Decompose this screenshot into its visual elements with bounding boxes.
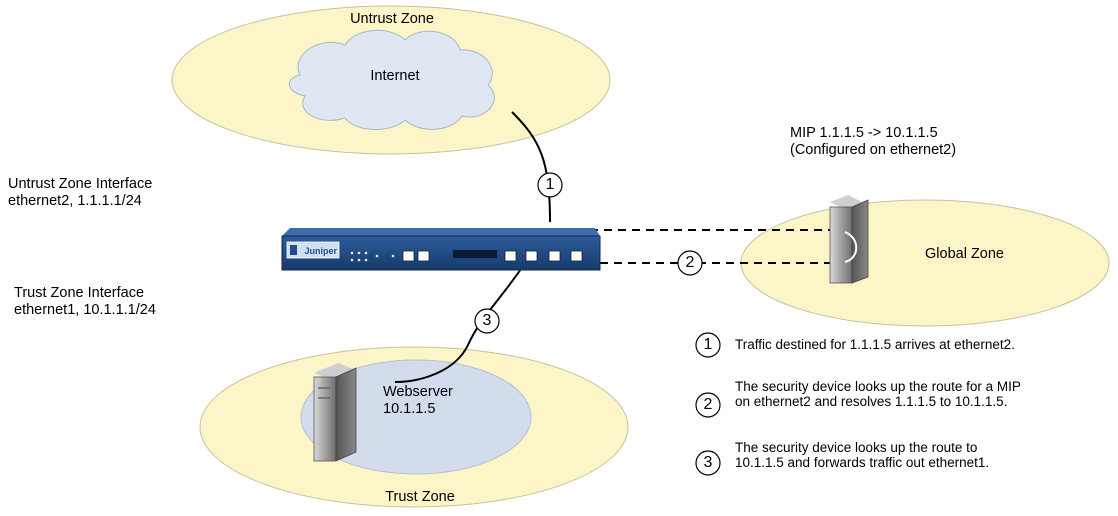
- untrust-zone-label: Untrust Zone: [350, 11, 434, 27]
- webserver-icon: [313, 363, 357, 462]
- legend-2-number: 2: [703, 396, 713, 413]
- trust-link-line: [394, 265, 524, 383]
- untrust-interface-label: Untrust Zone Interface ethernet2, 1.1.1.…: [8, 176, 153, 209]
- marker-1-number: 1: [545, 176, 555, 193]
- juniper-security-device: [281, 228, 601, 271]
- legend-item-2: The security device looks up the route f…: [735, 379, 1021, 409]
- legend-item-1: Traffic destined for 1.1.1.5 arrives at …: [735, 337, 1015, 352]
- marker-2-number: 2: [685, 254, 695, 271]
- legend-1-number: 1: [703, 336, 713, 353]
- legend-circle-1: [695, 332, 721, 358]
- legend-circle-2: [695, 392, 721, 418]
- internet-label: Internet: [370, 68, 420, 84]
- marker-circle-2: [677, 250, 703, 276]
- marker-circle-3: [474, 308, 500, 334]
- marker-circle-1: [537, 172, 563, 198]
- webserver-label: Webserver 10.1.1.5: [383, 384, 453, 417]
- untrust-link-line: [511, 111, 551, 223]
- legend-circle-3: [695, 450, 721, 476]
- legend-item-3: The security device looks up the route t…: [735, 440, 990, 470]
- trust-interface-label: Trust Zone Interface ethernet1, 10.1.1.1…: [14, 285, 156, 318]
- marker-3-number: 3: [482, 312, 492, 329]
- mip-server-icon: [829, 195, 869, 284]
- juniper-logo: Juniper: [304, 246, 337, 256]
- internet-cloud: [288, 29, 495, 131]
- webserver-zone-ellipse: [300, 359, 532, 475]
- trust-zone-label: Trust Zone: [385, 489, 455, 505]
- mip-label: MIP 1.1.1.5 -> 10.1.1.5 (Configured on e…: [790, 125, 957, 158]
- legend-3-number: 3: [703, 454, 713, 471]
- global-zone-label: Global Zone: [925, 246, 1004, 262]
